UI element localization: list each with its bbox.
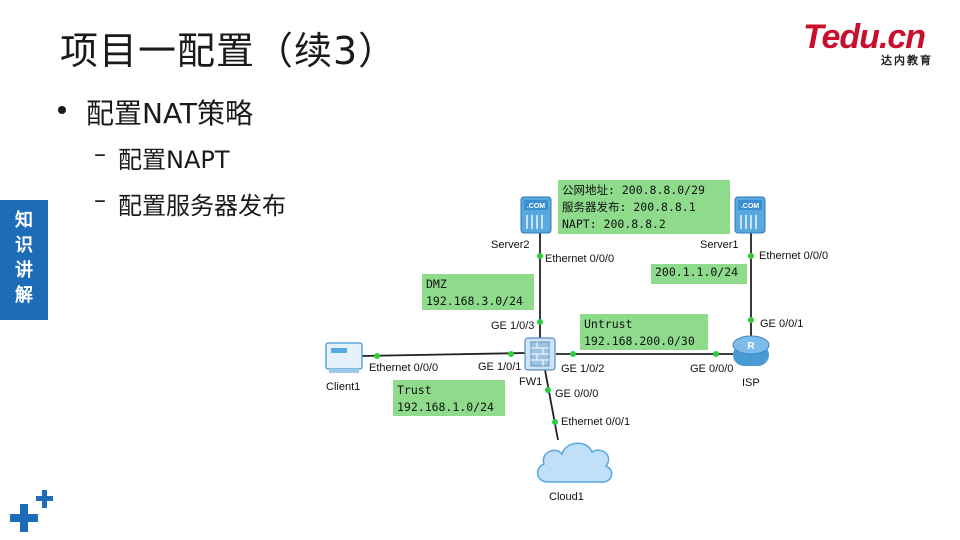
port-dot [552,419,558,425]
note-line: 公网地址: 200.8.8.0/29 [562,183,705,197]
server2-label: Server2 [491,239,530,251]
tedu-logo: Tedu.cn 达内教育 [803,18,935,68]
port-dot [537,319,543,325]
port-label: GE 1/0/1 [478,361,521,373]
sub-bullet-text: 配置NAPT [118,146,230,174]
links [361,232,752,441]
link-client1-fw1 [361,352,526,357]
router-icon: R [732,335,770,366]
note-public-address: 公网地址: 200.8.8.0/29 服务器发布: 200.8.8.1 NAPT… [558,180,730,234]
port-label: GE 0/0/1 [760,318,803,330]
port-label: GE 1/0/2 [561,363,604,375]
cloud1-device[interactable] [536,442,613,483]
note-line: 192.168.1.0/24 [397,400,494,414]
note-dmz: DMZ 192.168.3.0/24 [422,274,534,310]
note-line: 192.168.200.0/30 [584,334,695,348]
cloud1-label: Cloud1 [549,491,584,503]
side-tab-char: 识 [15,235,33,256]
port-dot [748,253,754,259]
plus-icon [10,490,53,532]
side-tab-knowledge: 知 识 讲 解 [0,200,48,320]
note-line: Trust [397,383,432,397]
isp-device[interactable]: R [732,335,770,366]
port-label: Ethernet 0/0/0 [545,253,614,265]
port-dot [748,317,754,323]
port-dot [545,387,551,393]
server1-label: Server1 [700,239,739,251]
port-label: GE 1/0/3 [491,320,534,332]
side-tab-char: 讲 [15,260,33,281]
fw1-label: FW1 [519,376,542,388]
note-line: Untrust [584,317,633,331]
client1-label: Client1 [326,381,360,393]
port-dot [374,353,380,359]
side-tab-char: 解 [15,285,33,306]
isp-label: ISP [742,377,760,389]
note-line: 192.168.3.0/24 [426,294,523,308]
server-icon: .COM [520,196,552,234]
port-label: Ethernet 0/0/0 [759,250,828,262]
port-dot [570,351,576,357]
side-tab-char: 知 [15,210,33,231]
port-dot [537,253,543,259]
note-trust: Trust 192.168.1.0/24 [393,380,505,416]
note-line: DMZ [426,277,447,291]
bullet-dot [58,106,66,114]
server2-device[interactable]: .COM [520,196,552,234]
note-line: 服务器发布: 200.8.8.1 [562,200,696,214]
cloud-icon [536,442,613,483]
note-line: 200.1.1.0/24 [655,265,739,279]
slide-title: 项目一配置（续3） [60,29,398,73]
note-line: NAPT: 200.8.8.2 [562,217,666,231]
server1-device[interactable]: .COM [734,196,766,234]
server-icon: .COM [734,196,766,234]
server-badge: .COM [527,203,545,210]
port-dot [713,351,719,357]
logo-main-text: Tedu.cn [803,18,926,56]
server-badge: .COM [741,203,759,210]
pc-icon [325,342,363,373]
sub-bullet-dash: – [94,140,106,168]
port-label: GE 0/0/0 [555,388,598,400]
svg-text:R: R [747,341,755,352]
bullet-text: 配置NAT策略 [86,97,254,130]
port-label: Ethernet 0/0/1 [561,416,630,428]
sub-bullet-text: 配置服务器发布 [118,192,286,220]
port-label: GE 0/0/0 [690,363,733,375]
firewall-icon [524,337,556,371]
sub-bullet-dash: – [94,186,106,214]
port-label: Ethernet 0/0/0 [369,362,438,374]
link-dots [374,253,754,425]
logo-sub-text: 达内教育 [881,54,933,67]
port-dot [508,351,514,357]
link-fw1-cloud1 [544,369,559,441]
note-server1-network: 200.1.1.0/24 [651,264,747,284]
client1-device[interactable] [325,342,363,373]
note-untrust: Untrust 192.168.200.0/30 [580,314,708,350]
fw1-device[interactable] [524,337,556,371]
